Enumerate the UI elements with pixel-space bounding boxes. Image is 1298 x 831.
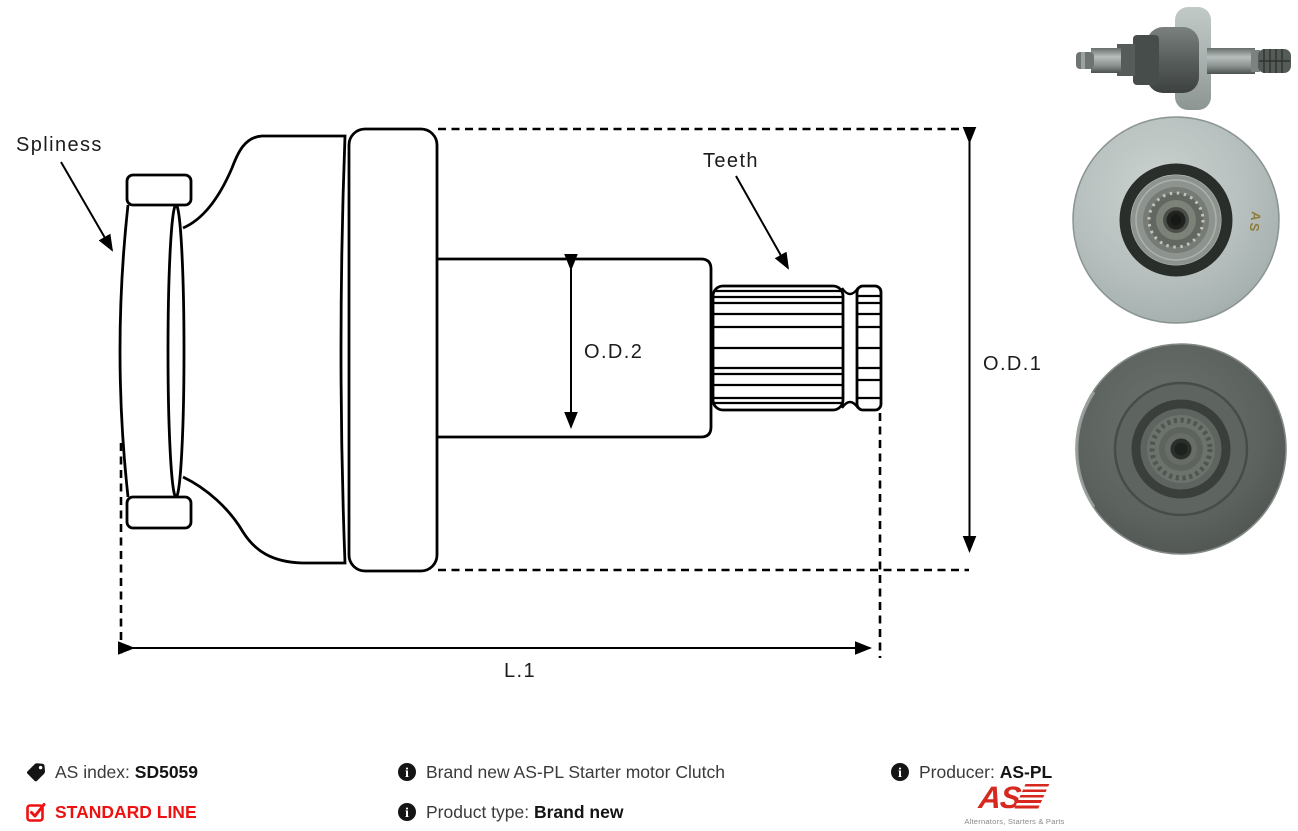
side-pinion bbox=[1133, 35, 1159, 85]
tag-icon bbox=[26, 762, 46, 782]
collar-outer-arc bbox=[118, 204, 130, 498]
photo-side-view bbox=[1076, 7, 1291, 110]
label-teeth: Teeth bbox=[703, 150, 759, 172]
side-spline-front bbox=[1117, 44, 1135, 76]
collar-ellipse bbox=[166, 203, 186, 499]
side-step bbox=[1251, 50, 1260, 72]
as-index-text: AS index: SD5059 bbox=[55, 761, 199, 782]
extension-lines bbox=[119, 127, 969, 658]
side-shaft-rear bbox=[1207, 48, 1255, 74]
leader-teeth bbox=[735, 175, 789, 270]
label-od1: O.D.1 bbox=[983, 353, 1042, 375]
technical-drawing: Spliness Teeth O.D.2 O.D.1 L.1 bbox=[16, 127, 1042, 682]
svg-text:i: i bbox=[405, 806, 409, 821]
label-l1: L.1 bbox=[504, 660, 536, 682]
info-bar: AS index: SD5059 STANDARD LINE i Brand n… bbox=[0, 748, 1298, 831]
as-pl-logo-tagline: Alternators, Starters & Parts bbox=[964, 817, 1065, 826]
dimension-lines bbox=[60, 127, 977, 655]
cylinder bbox=[438, 257, 713, 439]
description-text: Brand new AS-PL Starter motor Clutch bbox=[426, 761, 725, 782]
as-pl-logo: AS Alternators, Starters & Parts bbox=[952, 779, 1077, 827]
clutch-body bbox=[347, 127, 439, 573]
back-dark-ring bbox=[1131, 399, 1231, 499]
splined-shaft bbox=[711, 284, 883, 412]
info-icon: i bbox=[397, 802, 417, 822]
front-outer-dark-ring bbox=[1119, 163, 1233, 277]
back-center-hole bbox=[1170, 438, 1192, 460]
label-spliness: Spliness bbox=[16, 134, 103, 156]
photo-front-view: AS bbox=[1072, 116, 1280, 324]
leader-spliness bbox=[60, 161, 114, 252]
side-shaft-front bbox=[1091, 48, 1121, 73]
side-bell bbox=[1147, 27, 1199, 93]
photo-back-view bbox=[1075, 343, 1287, 555]
collar-bottom-tab bbox=[125, 495, 193, 530]
producer-text: Producer: AS-PL bbox=[919, 761, 1053, 782]
producer-row: i Producer: AS-PL bbox=[890, 760, 1052, 784]
info-icon: i bbox=[397, 762, 417, 782]
label-od2: O.D.2 bbox=[584, 341, 643, 363]
back-rim-highlight bbox=[1075, 391, 1096, 508]
as-index-row: AS index: SD5059 bbox=[26, 760, 198, 784]
as-pl-logo-mark: AS bbox=[952, 779, 1077, 815]
housing-cone bbox=[182, 134, 347, 565]
checkbox-checked-icon bbox=[26, 802, 46, 822]
svg-text:i: i bbox=[405, 766, 409, 781]
description-row: i Brand new AS-PL Starter motor Clutch bbox=[397, 760, 725, 784]
collar-top-tab bbox=[125, 173, 193, 207]
collar-outline bbox=[118, 173, 193, 530]
standard-line-row: STANDARD LINE bbox=[26, 800, 197, 824]
svg-text:i: i bbox=[898, 766, 902, 781]
standard-line-label: STANDARD LINE bbox=[55, 801, 197, 822]
front-center-hole bbox=[1166, 210, 1186, 230]
info-icon: i bbox=[890, 762, 910, 782]
product-type-text: Product type: Brand new bbox=[426, 801, 624, 822]
product-type-row: i Product type: Brand new bbox=[397, 800, 623, 824]
front-engraving: AS bbox=[1246, 211, 1264, 235]
